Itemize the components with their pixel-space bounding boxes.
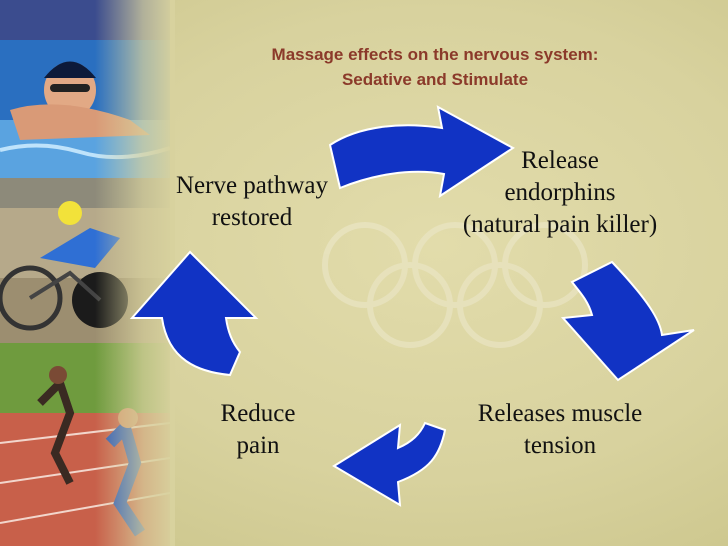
node-text-line: endorphins [504, 179, 616, 206]
arrow-top-right [328, 105, 515, 199]
slide-title: Massage effects on the nervous system: S… [185, 42, 685, 92]
node-text-line: Releases muscle [477, 400, 643, 427]
node-text-line: pain [236, 432, 280, 459]
node-text-line: restored [211, 204, 293, 231]
node-text-line: Nerve pathway [175, 172, 328, 199]
node-text-line: tension [523, 432, 597, 459]
photo-strip-fade [95, 0, 175, 546]
arrow-bottom-left [332, 421, 447, 507]
node-reduce-pain: Reduce pain [188, 398, 328, 462]
arrow-left-up [129, 250, 259, 377]
title-line-2: Sedative and Stimulate [341, 70, 529, 89]
node-text-line: Release [521, 147, 599, 174]
node-release-endorphins: Release endorphins (natural pain killer) [430, 145, 690, 241]
node-releases-muscle-tension: Releases muscle tension [440, 398, 680, 462]
title-line-1: Massage effects on the nervous system: [271, 45, 599, 64]
node-nerve-pathway-restored: Nerve pathway restored [146, 170, 358, 234]
arrow-right-down [560, 260, 695, 382]
node-text-line: (natural pain killer) [462, 211, 658, 238]
node-text-line: Reduce [220, 400, 296, 427]
